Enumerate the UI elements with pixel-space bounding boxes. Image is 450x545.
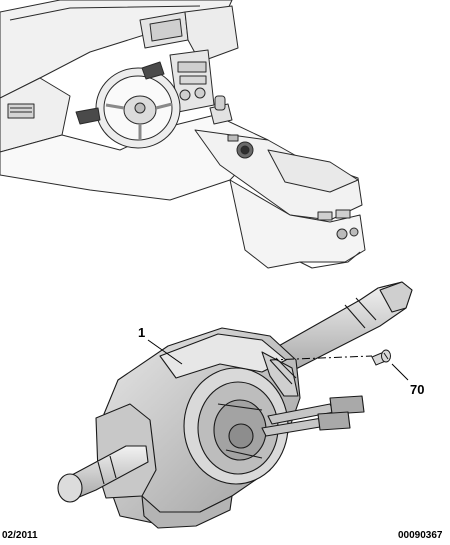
- armrest: [267, 149, 359, 193]
- gear-lever: [209, 95, 233, 125]
- footer-reference-number: 00090367: [398, 530, 443, 541]
- wiring-connectors: [217, 395, 365, 459]
- switch-grille: [261, 351, 299, 397]
- steering-wheel: [95, 67, 181, 149]
- footer-date: 02/2011: [2, 530, 38, 541]
- leader-lines: [147, 339, 409, 381]
- rear-vents: [317, 209, 359, 240]
- left-dash-panel: [0, 77, 71, 153]
- wiper-stalk: [267, 281, 413, 373]
- steering-column-switch-assembly: [57, 281, 413, 529]
- dashboard-top-trim: [9, 5, 201, 21]
- lighting-stalk: [57, 445, 149, 503]
- callout-label-item-70: 70: [410, 382, 425, 397]
- dashboard-illustration: [0, 0, 366, 269]
- leader-line-item-70: [391, 363, 409, 381]
- dashboard-right-housing: [184, 5, 239, 63]
- switch-location-highlight: [75, 61, 165, 125]
- screw-axis-line: [269, 355, 373, 361]
- callout-label-item-1: 1: [138, 325, 146, 340]
- switch-bottom-flange: [141, 495, 233, 529]
- leader-line-item-1: [147, 339, 183, 365]
- screw-icon: [371, 349, 391, 366]
